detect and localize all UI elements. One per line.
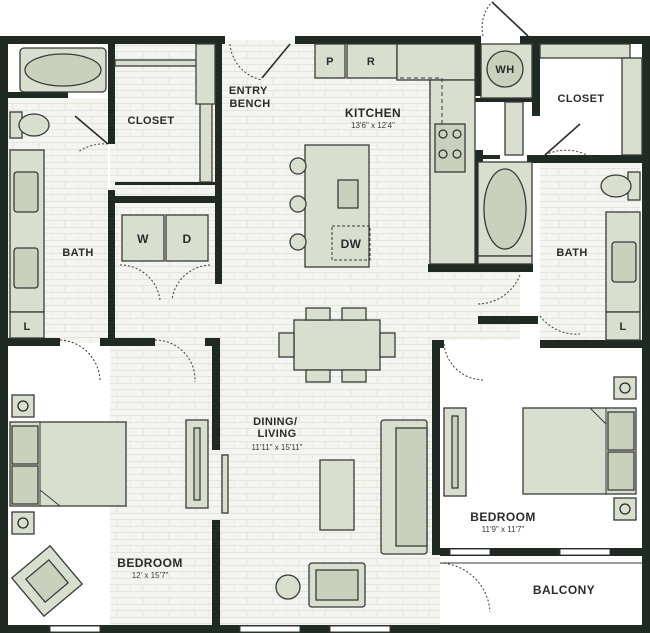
closet-left-label: CLOSET <box>127 115 174 127</box>
dining-living: DINING/ LIVING 11'11" x 15'11" <box>221 307 428 608</box>
water-heater: WH <box>480 1 533 99</box>
refrigerator <box>346 43 398 79</box>
nightstand-left-1 <box>11 394 35 418</box>
bath-left: L BATH <box>9 47 109 339</box>
pantry-label: P <box>326 56 334 68</box>
windows <box>49 548 611 633</box>
nightstand-right-2 <box>613 497 637 521</box>
dining-living-dimension: 11'11" x 15'11" <box>252 443 303 452</box>
side-table <box>275 574 301 600</box>
bath-left-label: BATH <box>62 247 93 259</box>
stool-2 <box>289 195 307 213</box>
pantry <box>314 43 346 79</box>
bedroom-right-label: BEDROOM <box>470 510 535 524</box>
refrigerator-label: R <box>367 56 375 68</box>
dryer-label: D <box>182 232 191 246</box>
stool-3 <box>289 233 307 251</box>
nightstand-right-1 <box>613 376 637 400</box>
kitchen-label: KITCHEN <box>345 106 401 120</box>
balcony-label: BALCONY <box>533 583 595 597</box>
linen-left-label: L <box>23 321 30 333</box>
kitchen: P R KITCHEN 13'6" x 12'4" DW <box>289 43 476 268</box>
bedroom-right-dimension: 11'9" x 11'7" <box>482 525 525 534</box>
kitchen-dimension: 13'6" x 12'4" <box>351 121 395 130</box>
bedroom-right: BEDROOM 11'9" x 11'7" <box>443 343 637 534</box>
entry: ENTRY BENCH <box>195 43 291 110</box>
counter-top <box>396 43 476 81</box>
dining-label-line2: LIVING <box>257 428 296 440</box>
closet-right-label: CLOSET <box>557 93 604 105</box>
bedroom-left-dimension: 12' x 15'7" <box>132 571 169 580</box>
nightstand-left-2 <box>11 511 35 535</box>
dining-living-label: DINING/ LIVING <box>253 416 301 440</box>
laundry: W D <box>119 214 211 301</box>
dishwasher-label: DW <box>341 237 362 251</box>
linen-right-label: L <box>619 321 626 333</box>
walls <box>0 36 650 633</box>
entry-label-line1: ENTRY <box>229 85 268 97</box>
entry-bench <box>195 43 216 105</box>
linen-left <box>9 311 45 339</box>
linen-right <box>605 311 641 341</box>
bath-right: L BATH <box>477 161 641 341</box>
closet-right: CLOSET <box>504 43 643 161</box>
water-heater-label: WH <box>495 64 514 76</box>
entry-label-line2: BENCH <box>229 98 270 110</box>
stool-1 <box>289 157 307 175</box>
washer-label: W <box>137 232 149 246</box>
dryer <box>165 214 209 262</box>
island-sink <box>337 179 359 209</box>
entry-bench-label: ENTRY BENCH <box>229 85 271 110</box>
balcony: BALCONY <box>439 556 642 625</box>
dining-label-line1: DINING/ <box>253 416 297 428</box>
bedroom-left: BEDROOM 12' x 15'7" <box>9 339 209 618</box>
dishwasher <box>331 225 371 261</box>
bath-right-label: BATH <box>556 247 587 259</box>
bedroom-left-label: BEDROOM <box>117 556 182 570</box>
washer <box>121 214 165 262</box>
tv-living <box>221 454 229 514</box>
coffee-table <box>319 459 355 531</box>
dining-table <box>293 319 381 371</box>
